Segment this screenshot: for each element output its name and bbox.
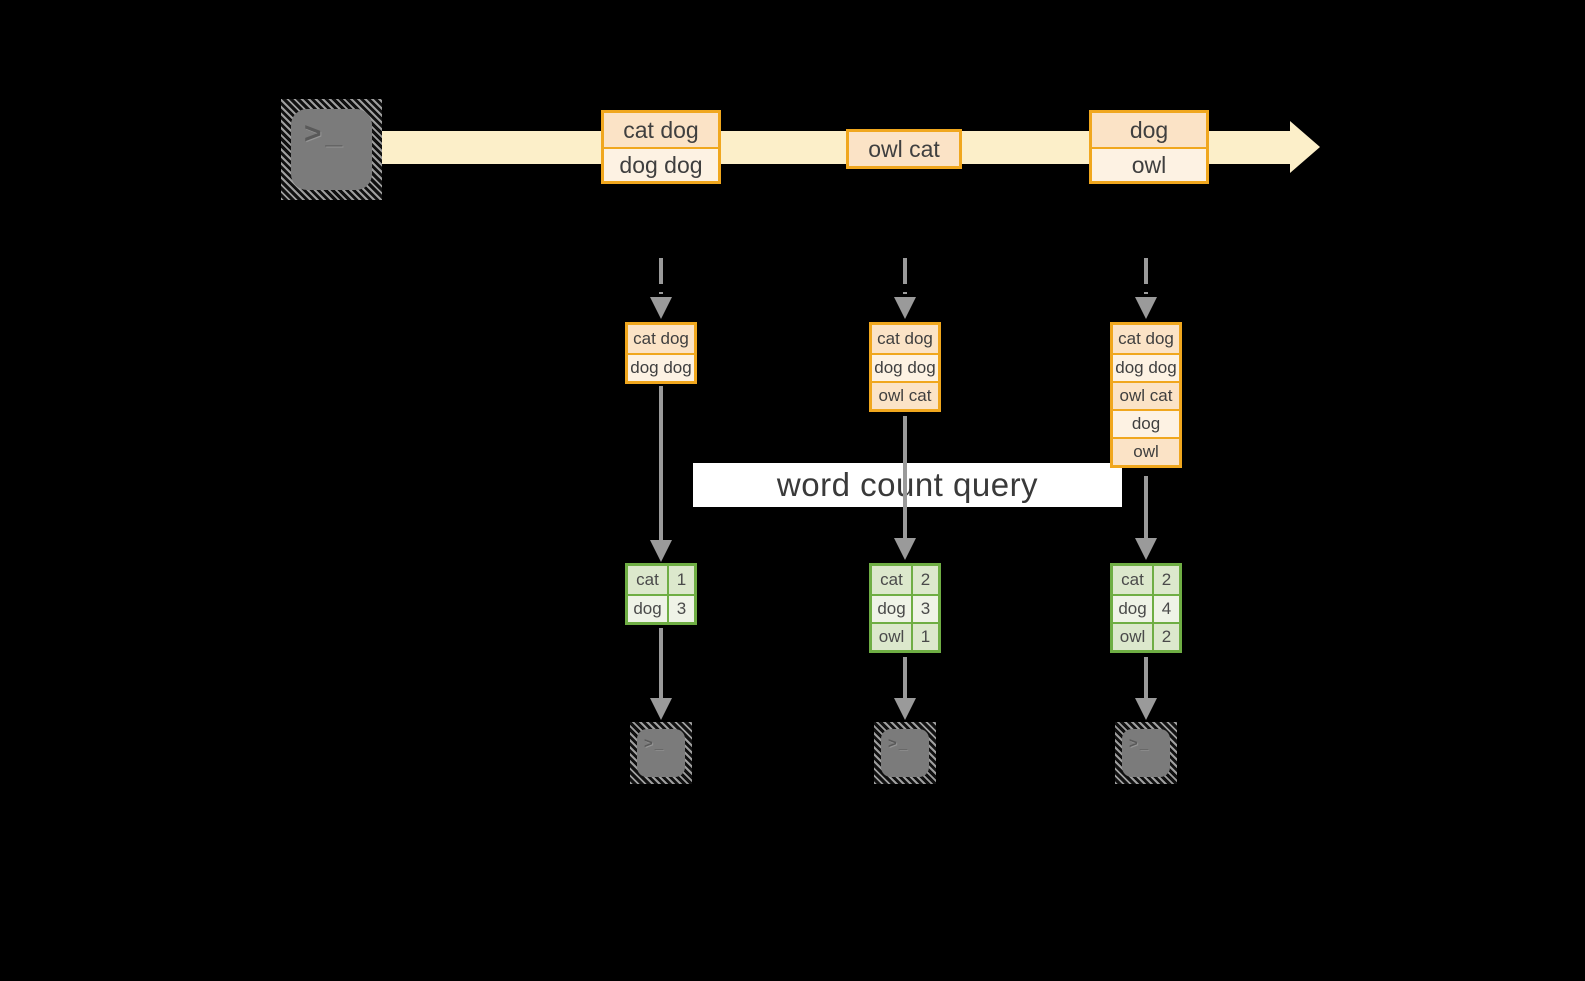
count-value-cell: 1 bbox=[669, 566, 694, 594]
count-table-row: cat 2 bbox=[1113, 566, 1179, 594]
count-word-cell: cat bbox=[1113, 566, 1154, 594]
terminal-prompt-icon: >_ bbox=[888, 735, 910, 752]
count-table-row: cat 2 bbox=[872, 566, 938, 594]
count-table-row: dog 3 bbox=[872, 594, 938, 622]
down-arrow-head-icon bbox=[650, 540, 672, 562]
stream-event-row: owl cat bbox=[849, 132, 959, 166]
stream-event-row: dog bbox=[1092, 113, 1206, 147]
dashed-arrow-line bbox=[903, 258, 907, 294]
count-table-row: cat 1 bbox=[628, 566, 694, 594]
arrow-line bbox=[903, 416, 907, 538]
down-arrow-head-icon bbox=[1135, 538, 1157, 560]
stream-arrowhead-icon bbox=[1290, 121, 1320, 173]
terminal-body: >_ bbox=[291, 109, 372, 190]
state-buffer-row: owl cat bbox=[1113, 381, 1179, 409]
count-value-cell: 2 bbox=[1154, 566, 1179, 594]
count-value-cell: 2 bbox=[913, 566, 938, 594]
state-buffer-box-1: cat dog dog dog bbox=[625, 322, 697, 384]
state-buffer-row: dog dog bbox=[872, 353, 938, 381]
state-buffer-row: cat dog bbox=[1113, 325, 1179, 353]
terminal-body: >_ bbox=[881, 729, 929, 777]
down-arrow-head-icon bbox=[894, 698, 916, 720]
state-buffer-box-2: cat dog dog dog owl cat bbox=[869, 322, 941, 412]
stream-event-row: owl bbox=[1092, 147, 1206, 181]
state-buffer-row: dog dog bbox=[1113, 353, 1179, 381]
dashed-arrow-line bbox=[1144, 258, 1148, 294]
terminal-body: >_ bbox=[1122, 729, 1170, 777]
count-value-cell: 3 bbox=[669, 596, 694, 622]
output-terminal-icon-1: >_ bbox=[630, 722, 692, 784]
word-count-query-label: word count query bbox=[693, 463, 1122, 507]
count-table-row: dog 3 bbox=[628, 594, 694, 622]
count-word-cell: owl bbox=[872, 624, 913, 650]
count-word-cell: cat bbox=[628, 566, 669, 594]
output-terminal-icon-2: >_ bbox=[874, 722, 936, 784]
count-value-cell: 3 bbox=[913, 596, 938, 622]
down-arrow-head-icon bbox=[650, 297, 672, 319]
terminal-body: >_ bbox=[637, 729, 685, 777]
count-word-cell: cat bbox=[872, 566, 913, 594]
arrow-line bbox=[1144, 476, 1148, 538]
terminal-prompt-icon: >_ bbox=[304, 117, 347, 150]
down-arrow-head-icon bbox=[894, 297, 916, 319]
terminal-prompt-icon: >_ bbox=[644, 735, 666, 752]
count-table-row: owl 1 bbox=[872, 622, 938, 650]
state-buffer-row: dog dog bbox=[628, 353, 694, 381]
stream-event-box-2: owl cat bbox=[846, 129, 962, 169]
dashed-arrow-line bbox=[659, 258, 663, 294]
count-table-1: cat 1 dog 3 bbox=[625, 563, 697, 625]
state-buffer-row: cat dog bbox=[872, 325, 938, 353]
stream-event-box-1: cat dog dog dog bbox=[601, 110, 721, 184]
count-value-cell: 1 bbox=[913, 624, 938, 650]
count-word-cell: dog bbox=[628, 596, 669, 622]
state-buffer-box-3: cat dog dog dog owl cat dog owl bbox=[1110, 322, 1182, 468]
arrow-line bbox=[903, 657, 907, 698]
stream-event-box-3: dog owl bbox=[1089, 110, 1209, 184]
count-value-cell: 2 bbox=[1154, 624, 1179, 650]
down-arrow-head-icon bbox=[1135, 698, 1157, 720]
down-arrow-head-icon bbox=[1135, 297, 1157, 319]
count-table-row: owl 2 bbox=[1113, 622, 1179, 650]
state-buffer-row: owl cat bbox=[872, 381, 938, 409]
arrow-line bbox=[1144, 657, 1148, 698]
state-buffer-row: cat dog bbox=[628, 325, 694, 353]
count-word-cell: dog bbox=[872, 596, 913, 622]
arrow-line bbox=[659, 628, 663, 698]
down-arrow-head-icon bbox=[650, 698, 672, 720]
stream-event-row: cat dog bbox=[604, 113, 718, 147]
count-word-cell: owl bbox=[1113, 624, 1154, 650]
state-buffer-row: dog bbox=[1113, 409, 1179, 437]
count-table-2: cat 2 dog 3 owl 1 bbox=[869, 563, 941, 653]
terminal-prompt-icon: >_ bbox=[1129, 735, 1151, 752]
source-terminal-icon: >_ bbox=[281, 99, 382, 200]
stream-event-row: dog dog bbox=[604, 147, 718, 181]
count-value-cell: 4 bbox=[1154, 596, 1179, 622]
output-terminal-icon-3: >_ bbox=[1115, 722, 1177, 784]
count-table-3: cat 2 dog 4 owl 2 bbox=[1110, 563, 1182, 653]
arrow-line bbox=[659, 386, 663, 540]
count-table-row: dog 4 bbox=[1113, 594, 1179, 622]
state-buffer-row: owl bbox=[1113, 437, 1179, 465]
down-arrow-head-icon bbox=[894, 538, 916, 560]
count-word-cell: dog bbox=[1113, 596, 1154, 622]
